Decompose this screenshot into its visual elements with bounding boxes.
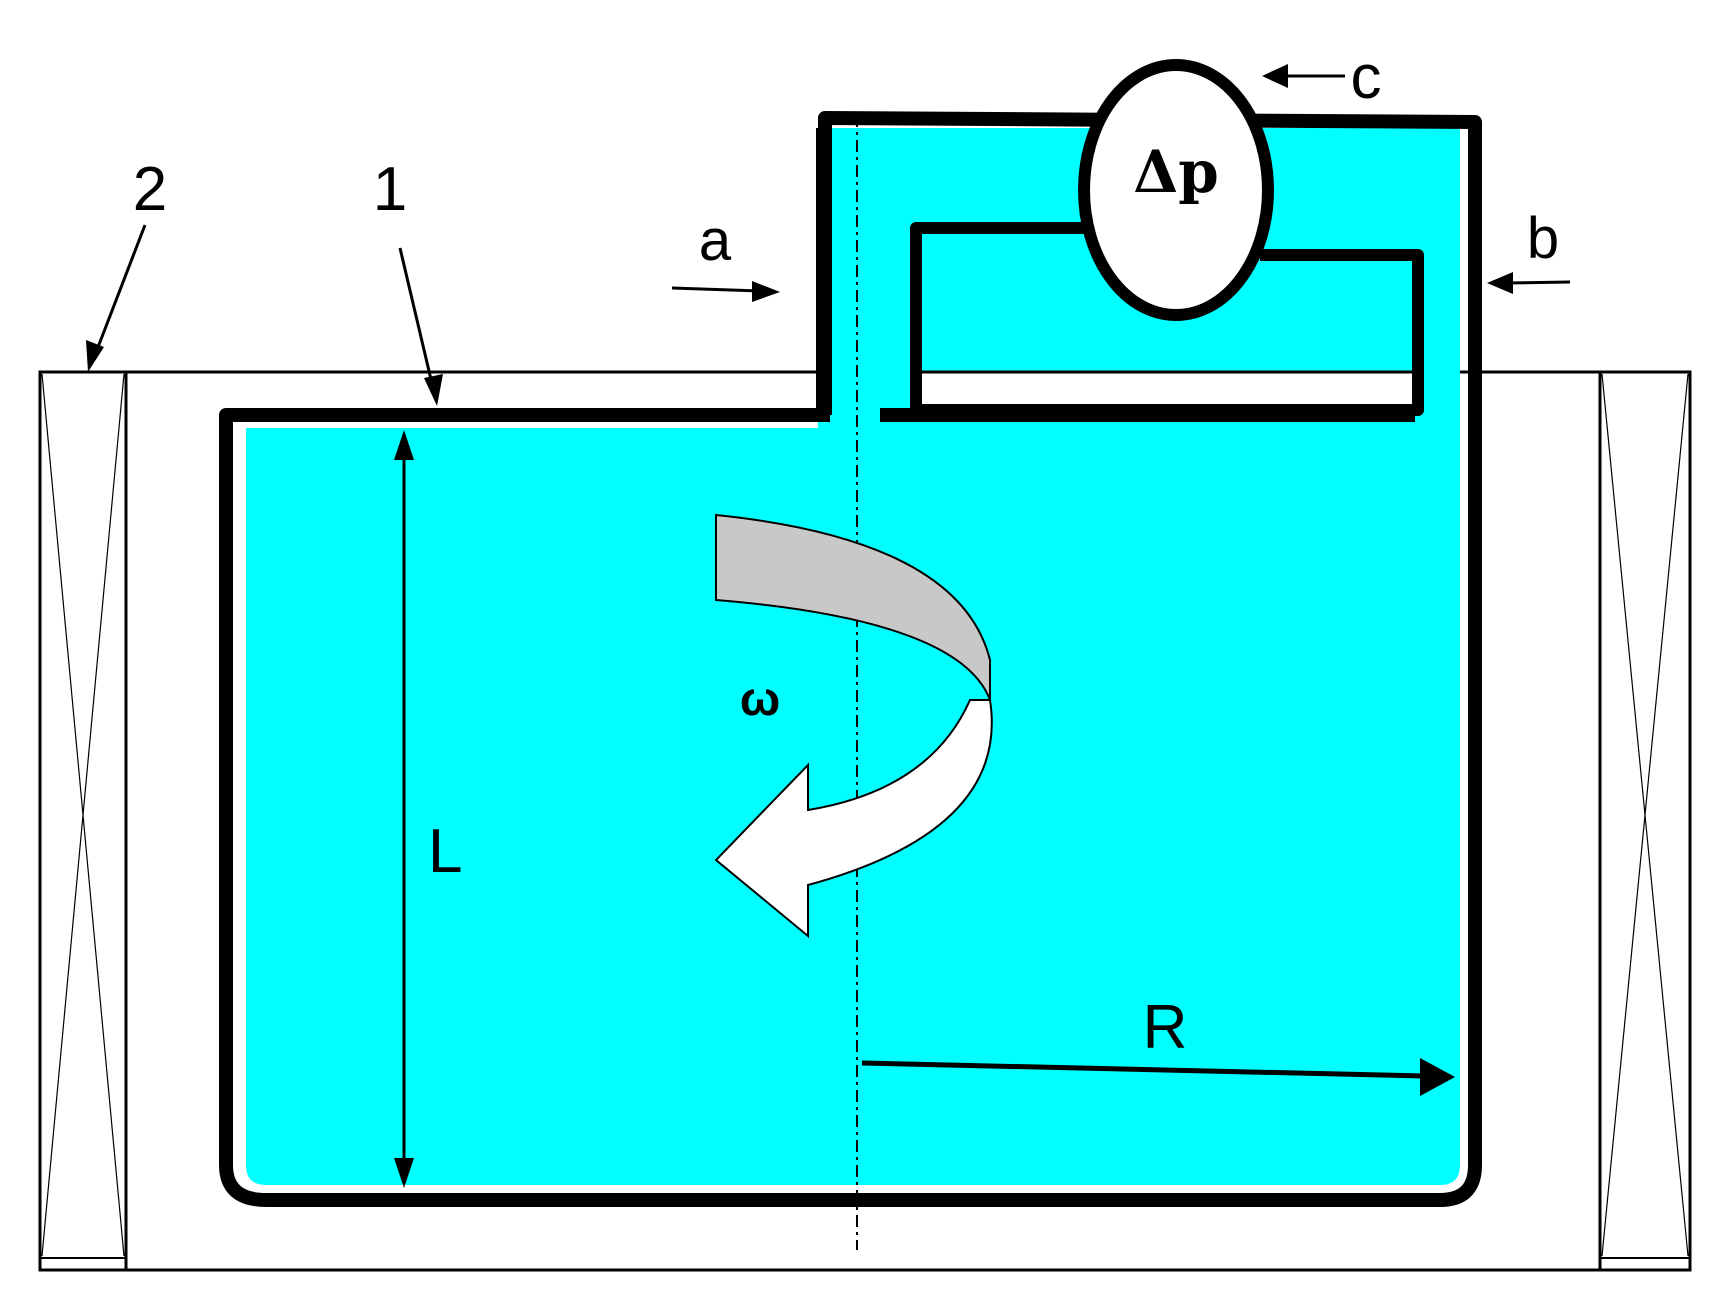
inlet-b-group: b — [1487, 206, 1571, 294]
inlet-c-group: c — [1262, 43, 1382, 112]
pressure-label: Δp — [1133, 138, 1219, 206]
pressure-gauge: Δp — [1078, 59, 1274, 321]
vessel — [219, 111, 1482, 1207]
rotation-arrow-front — [714, 699, 993, 939]
inner-channel — [910, 222, 1424, 416]
label-2-group: 2 — [86, 155, 167, 372]
inlet-a-label: a — [699, 208, 732, 273]
rotation-arrow-back — [715, 513, 991, 701]
length-label: L — [428, 817, 462, 886]
inlet-c-label: c — [1351, 43, 1382, 112]
fluid — [246, 128, 1460, 1185]
rotation-arrow: ω — [714, 513, 993, 939]
inlet-b-label: b — [1527, 206, 1559, 271]
length-dimension: L — [394, 430, 462, 1188]
vessel-label: 1 — [373, 155, 407, 224]
radius-dimension: R — [861, 993, 1455, 1096]
coil-label: 2 — [133, 155, 167, 224]
coil-left — [38, 372, 128, 1270]
inlet-a-group: a — [671, 208, 780, 302]
label-1-group: 1 — [373, 155, 443, 406]
vessel-wall — [219, 111, 1482, 1207]
omega-label: ω — [740, 673, 781, 726]
coil-right — [1598, 372, 1692, 1270]
radius-label: R — [1143, 993, 1188, 1062]
